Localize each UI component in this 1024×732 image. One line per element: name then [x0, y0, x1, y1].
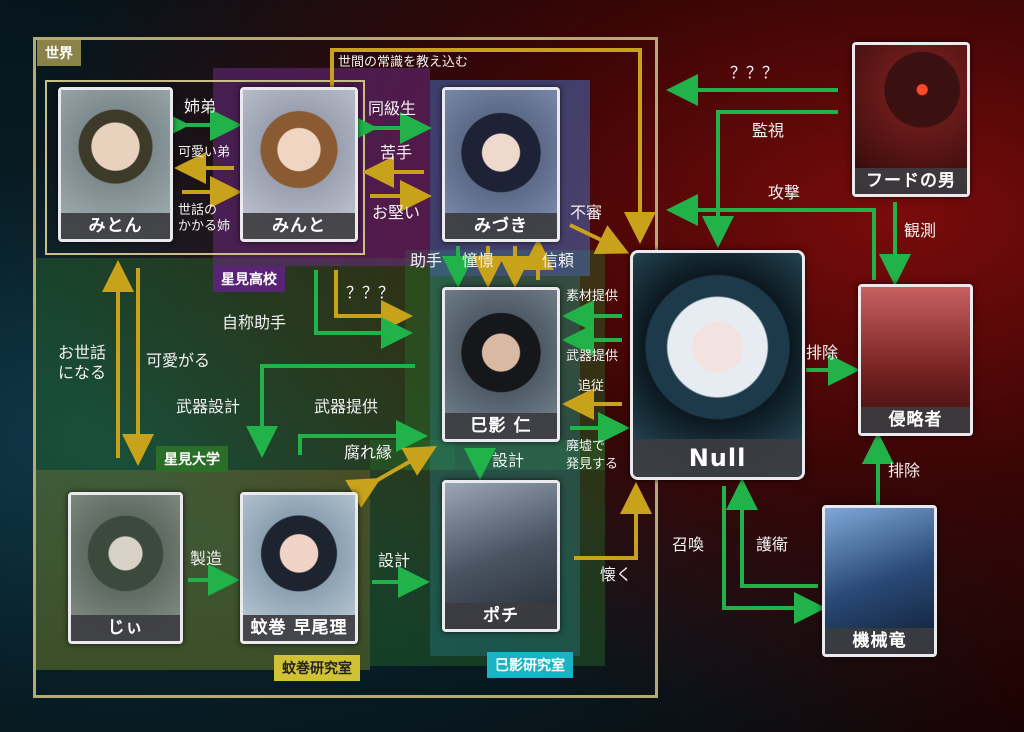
- mikage-name: 巳影 仁: [445, 413, 557, 439]
- label-design-1: 設計: [492, 451, 525, 470]
- label-assistant: 助手: [410, 251, 443, 270]
- card-mech-dragon[interactable]: 機械竜: [822, 505, 937, 657]
- card-null[interactable]: Null: [630, 250, 805, 480]
- card-mizuki[interactable]: みづき: [442, 87, 560, 242]
- card-invader[interactable]: 侵略者: [858, 284, 973, 436]
- world-tag: 世界: [37, 40, 81, 66]
- label-cared-for-1: お世話: [58, 343, 107, 362]
- label-adores: 可愛がる: [146, 351, 211, 370]
- label-guard: 護衛: [756, 535, 789, 554]
- minto-name: みんと: [243, 213, 355, 239]
- card-jii[interactable]: じぃ: [68, 492, 183, 644]
- hoshimi-high-tag: 星見高校: [213, 266, 285, 292]
- mizuki-name: みづき: [445, 213, 557, 239]
- label-observe: 観測: [904, 221, 937, 240]
- jii-name: じぃ: [71, 615, 180, 641]
- label-design-2: 設計: [378, 551, 411, 570]
- label-eliminate-2: 排除: [888, 461, 921, 480]
- label-dislike: 苦手: [380, 143, 413, 162]
- card-minto[interactable]: みんと: [240, 87, 358, 242]
- hood-name: フードの男: [855, 168, 967, 194]
- label-follow: 追従: [578, 379, 605, 394]
- label-attached: 懐く: [600, 565, 633, 584]
- label-caring-sister-2: かかる姉: [178, 219, 231, 234]
- label-found-ruins-2: 発見する: [566, 457, 619, 472]
- label-unknown-2: ？？？: [730, 63, 779, 82]
- label-material-supply: 素材提供: [566, 289, 619, 304]
- hoshimi-univ-tag: 星見大学: [156, 446, 228, 472]
- label-self-assistant: 自称助手: [222, 313, 287, 332]
- null-name: Null: [633, 439, 802, 477]
- card-pochi[interactable]: ポチ: [442, 480, 560, 632]
- invader-name: 侵略者: [861, 407, 970, 433]
- label-admiration: 憧憬: [462, 251, 495, 270]
- card-miton[interactable]: みとん: [58, 87, 173, 242]
- label-teach-common-sense: 世間の常識を教え込む: [338, 55, 469, 70]
- label-siblings: 姉弟: [184, 97, 217, 116]
- kamaki-lab-tag: 蚊巻研究室: [274, 655, 360, 681]
- pochi-name: ポチ: [445, 603, 557, 629]
- label-cared-for-2: になる: [58, 363, 107, 382]
- card-hood[interactable]: フードの男: [852, 42, 970, 197]
- card-mikage[interactable]: 巳影 仁: [442, 287, 560, 442]
- label-weapon-supply-2: 武器提供: [566, 349, 619, 364]
- label-summon: 召喚: [672, 535, 705, 554]
- label-caring-sister-1: 世話の: [178, 203, 218, 218]
- label-manufacture: 製造: [190, 549, 223, 568]
- label-unknown-1: ？？？: [346, 283, 395, 302]
- label-weapon-design: 武器設計: [176, 397, 241, 416]
- card-kamaki[interactable]: 蚊巻 早尾理: [240, 492, 358, 644]
- label-weapon-supply-1: 武器提供: [314, 397, 379, 416]
- label-monitor: 監視: [752, 121, 785, 140]
- mikage-lab-tag: 巳影研究室: [487, 652, 573, 678]
- label-trust: 信頼: [542, 251, 575, 270]
- mech-dragon-name: 機械竜: [825, 628, 934, 654]
- label-bad-bond: 腐れ縁: [344, 443, 393, 462]
- label-stiff: お堅い: [372, 203, 421, 222]
- label-attack: 攻撃: [768, 183, 801, 202]
- miton-name: みとん: [61, 213, 170, 239]
- label-eliminate-1: 排除: [806, 343, 839, 362]
- label-cute-brother: 可愛い弟: [178, 145, 231, 160]
- label-found-ruins-1: 廃墟で: [566, 439, 606, 454]
- label-classmate: 同級生: [368, 99, 417, 118]
- kamaki-name: 蚊巻 早尾理: [243, 615, 355, 641]
- label-suspicious: 不審: [570, 203, 603, 222]
